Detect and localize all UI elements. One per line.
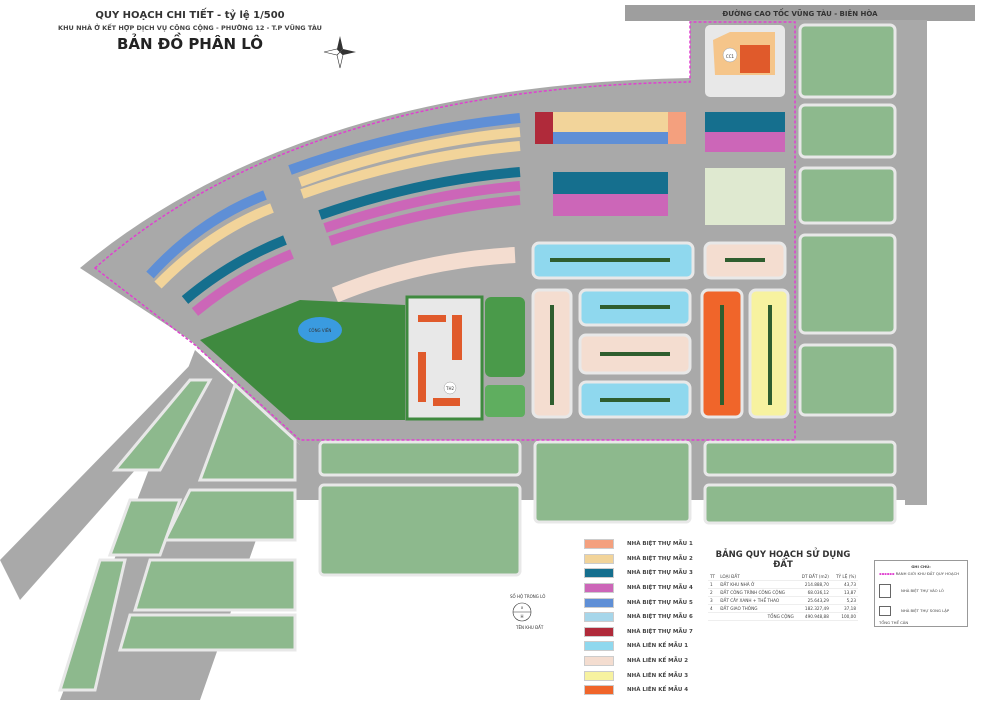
legend-swatch xyxy=(584,539,614,550)
park-area xyxy=(200,300,405,420)
legend-label: NHÀ LIÊN KẾ MẪU 1 xyxy=(627,643,689,650)
legend-item: NHÀ BIỆT THỰ MẪU 5 xyxy=(584,595,693,610)
cell-type: ĐẤT GIAO THÔNG xyxy=(718,604,796,613)
title-line-1: QUY HOẠCH CHI TIẾT - tỷ lệ 1/500 xyxy=(95,10,285,21)
legend-swatch xyxy=(584,670,614,681)
notes-box: GHI CHÚ: ▪▪▪▪▪▪ RANH GIỚI KHU ĐẤT QUY HO… xyxy=(874,560,968,627)
cell-tt: 4 xyxy=(708,604,719,613)
legend-swatch xyxy=(584,612,614,623)
cell-area: 68.036,12 xyxy=(795,588,831,597)
total-label: TỔNG CỘNG xyxy=(718,612,796,621)
legend-item: NHÀ BIỆT THỰ MẪU 1 xyxy=(584,537,693,552)
cell-tt: 1 xyxy=(708,580,719,589)
total-area: 490.948,88 xyxy=(795,612,831,621)
legend-label: NHÀ BIỆT THỰ MẪU 4 xyxy=(627,585,693,592)
cell-tt: 3 xyxy=(708,596,719,605)
legend-label: NHÀ BIỆT THỰ MẪU 2 xyxy=(627,555,693,562)
inner-green-strips xyxy=(550,258,772,405)
table-title: BẢNG QUY HOẠCH SỬ DỤNG ĐẤT xyxy=(715,550,851,570)
legend-label: NHÀ BIỆT THỰ MẪU 5 xyxy=(627,599,693,606)
legend-swatch xyxy=(584,626,614,637)
cell-ratio: 13,87 xyxy=(830,588,858,597)
title-line-2: KHU NHÀ Ở KẾT HỢP DỊCH VỤ CÔNG CỘNG - PH… xyxy=(58,24,322,32)
legend-item: NHÀ LIÊN KẾ MẪU 4 xyxy=(584,683,693,698)
lot-symbol-top-label: SỐ HỘ TRONG LÔ xyxy=(510,594,545,599)
legend-item: NHÀ BIỆT THỰ MẪU 7 xyxy=(584,625,693,640)
legend-label: NHÀ BIỆT THỰ MẪU 3 xyxy=(627,570,693,577)
notes-item2: NHÀ BIỆT THỰ SONG LẬP xyxy=(901,608,950,613)
cell-ratio: 43,73 xyxy=(830,580,858,589)
notes-boundary: RANH GIỚI KHU ĐẤT QUY HOẠCH xyxy=(895,571,960,576)
total-ratio: 100,00 xyxy=(830,612,858,621)
cell-ratio: 37,18 xyxy=(830,604,858,613)
land-use-table: BẢNG QUY HOẠCH SỬ DỤNG ĐẤT TT LOẠI ĐẤT D… xyxy=(708,550,858,621)
header-tt: TT xyxy=(708,573,719,581)
legend-item: NHÀ BIỆT THỰ MẪU 2 xyxy=(584,552,693,567)
green-parcels xyxy=(57,23,897,692)
legend-item: NHÀ LIÊN KẾ MẪU 3 xyxy=(584,668,693,683)
legend-label: NHÀ LIÊN KẾ MẪU 2 xyxy=(627,658,689,665)
cell-area: 182.327,49 xyxy=(795,604,831,613)
compass-icon xyxy=(323,36,356,69)
lot-symbol-bottom-label: TÊN KHU ĐẤT xyxy=(515,625,544,630)
legend-swatch xyxy=(584,553,614,564)
legend-swatch xyxy=(584,597,614,608)
cell-type: ĐẤT CÂY XANH + THỂ THAO xyxy=(718,596,796,605)
svg-text:x: x xyxy=(521,605,524,610)
legend-item: NHÀ LIÊN KẾ MẪU 2 xyxy=(584,654,693,669)
legend-swatch xyxy=(584,641,614,652)
header-type: LOẠI ĐẤT xyxy=(718,573,796,581)
legend-label: NHÀ LIÊN KẾ MẪU 4 xyxy=(627,687,689,694)
school-label: TH2 xyxy=(445,386,454,391)
planning-boundary xyxy=(93,21,796,441)
legend-swatch xyxy=(584,685,614,696)
notes-item1: NHÀ BIỆT THỰ VÀO LÔ xyxy=(901,588,944,593)
highway-label: ĐƯỜNG CAO TỐC VŨNG TÀU - BIÊN HÒA xyxy=(722,8,878,18)
cell-type: ĐẤT CÔNG TRÌNH CÔNG CỘNG xyxy=(718,588,796,597)
legend-item: NHÀ BIỆT THỰ MẪU 3 xyxy=(584,566,693,581)
header-ratio: TỶ LỆ (%) xyxy=(830,573,858,581)
legend-item: NHÀ BIỆT THỰ MẪU 6 xyxy=(584,610,693,625)
notes-title: GHI CHÚ: xyxy=(911,564,931,569)
svg-text:H: H xyxy=(520,614,523,619)
cell-type: ĐẤT KHU NHÀ Ở xyxy=(718,580,796,589)
header-area: DT ĐẤT (m2) xyxy=(795,573,831,581)
cell-ratio: 5,23 xyxy=(830,596,858,605)
legend-label: NHÀ BIỆT THỰ MẪU 6 xyxy=(627,614,693,621)
main-title: BẢN ĐỒ PHÂN LÔ xyxy=(116,35,264,53)
legend-swatch xyxy=(584,583,614,594)
legend-item: NHÀ LIÊN KẾ MẪU 1 xyxy=(584,639,693,654)
highway xyxy=(625,5,975,21)
legend: NHÀ BIỆT THỰ MẪU 1 NHÀ BIỆT THỰ MẪU 2 NHÀ … xyxy=(584,537,693,698)
legend-label: NHÀ LIÊN KẾ MẪU 3 xyxy=(627,672,689,679)
legend-swatch xyxy=(584,656,614,667)
legend-label: NHÀ BIỆT THỰ MẪU 7 xyxy=(627,628,693,635)
cell-area: 214.888,70 xyxy=(795,580,831,589)
cc1-label: CC1 xyxy=(726,54,735,59)
cell-area: 25.643,29 xyxy=(795,596,831,605)
legend-swatch xyxy=(584,568,614,579)
park-label: CÔNG VIÊN xyxy=(309,328,332,333)
villa-blocks xyxy=(535,112,785,225)
notes-item3: TỔNG THỂ CÂN xyxy=(879,620,909,625)
cell-tt: 2 xyxy=(708,588,719,597)
lot-symbol: x H SỐ HỘ TRONG LÔ TÊN KHU ĐẤT xyxy=(510,594,545,630)
villa-rows xyxy=(146,113,521,316)
legend-label: NHÀ BIỆT THỰ MẪU 1 xyxy=(627,541,693,548)
legend-item: NHÀ BIỆT THỰ MẪU 4 xyxy=(584,581,693,596)
